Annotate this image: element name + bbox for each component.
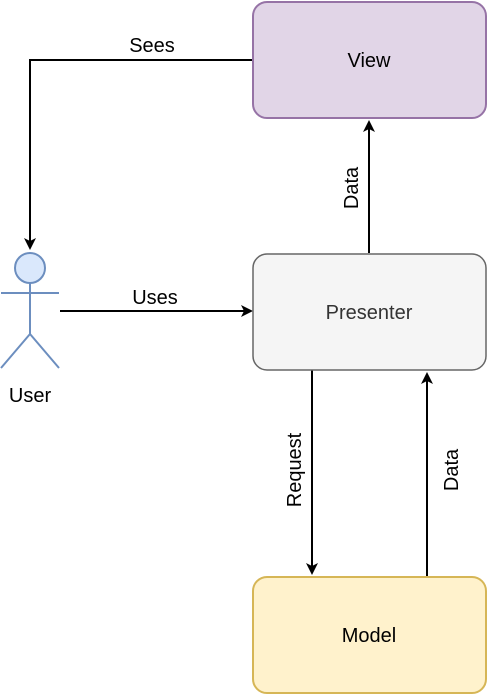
edge-uses-label: Uses — [132, 287, 178, 309]
user-actor[interactable]: User — [0, 252, 60, 407]
edge-data-model-presenter-label: Data — [441, 448, 463, 491]
model-label: Model — [342, 625, 396, 647]
view-label: View — [348, 50, 392, 72]
model-node[interactable]: Model — [252, 576, 487, 694]
edge-data-presenter-view-label: Data — [341, 166, 363, 209]
user-icon — [0, 252, 60, 369]
edge-sees-label-bg — [118, 33, 186, 57]
edge-sees-label: Sees — [129, 35, 175, 57]
presenter-label: Presenter — [326, 302, 413, 324]
edge-request-label: Request — [284, 432, 306, 507]
view-node[interactable]: View — [252, 1, 487, 119]
presenter-node[interactable]: Presenter — [252, 253, 487, 371]
user-label: User — [9, 385, 52, 407]
edge-sees — [24, 59, 253, 250]
